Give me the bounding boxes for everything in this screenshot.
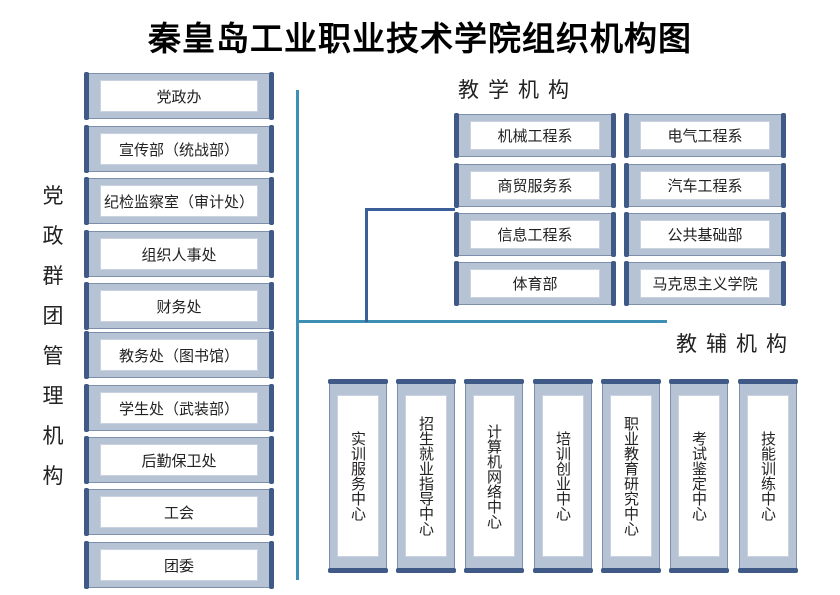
teaching-unit-box: 汽车工程系 xyxy=(624,163,786,208)
group-label-char: 管 xyxy=(42,344,64,368)
org-unit-box: 工会 xyxy=(84,488,274,536)
teaching-unit-label: 汽车工程系 xyxy=(640,171,770,200)
org-unit-box: 党政办 xyxy=(84,72,274,120)
org-unit-label: 后勤保卫处 xyxy=(100,444,258,476)
org-unit-label: 工会 xyxy=(100,496,258,528)
org-unit-label: 团委 xyxy=(100,549,258,581)
org-unit-box: 教务处（图书馆） xyxy=(84,331,274,379)
chart-title: 秦皇岛工业职业技术学院组织机构图 xyxy=(148,19,692,58)
teaching-unit-box: 电气工程系 xyxy=(624,113,786,158)
teaching-unit-label: 机械工程系 xyxy=(470,121,600,150)
org-unit-label: 宣传部（统战部） xyxy=(100,133,258,165)
teaching-unit-label: 马克思主义学院 xyxy=(640,269,770,298)
auxiliary-unit-label: 考试鉴定中心 xyxy=(690,431,708,521)
org-unit-box: 团委 xyxy=(84,541,274,589)
org-unit-box: 学生处（武装部） xyxy=(84,384,274,432)
teaching-unit-label: 电气工程系 xyxy=(640,121,770,150)
group-label-char: 构 xyxy=(42,464,64,488)
auxiliary-unit-label: 技能训练中心 xyxy=(759,431,777,521)
auxiliary-unit-label: 职业教育研究中心 xyxy=(622,416,640,536)
org-unit-box: 纪检监察室（审计处） xyxy=(84,177,274,225)
teaching-unit-label: 体育部 xyxy=(470,269,600,298)
main-vertical-connector xyxy=(296,90,299,580)
org-unit-box: 宣传部（统战部） xyxy=(84,125,274,173)
auxiliary-unit-box: 技能训练中心 xyxy=(738,379,798,573)
auxiliary-unit-box: 培训创业中心 xyxy=(533,379,593,573)
org-unit-box: 组织人事处 xyxy=(84,230,274,278)
auxiliary-unit-label: 计算机网络中心 xyxy=(485,423,503,529)
auxiliary-unit-box: 考试鉴定中心 xyxy=(669,379,729,573)
org-unit-label: 党政办 xyxy=(100,80,258,112)
org-unit-label: 纪检监察室（审计处） xyxy=(100,185,258,217)
auxiliary-section-label: 教辅机构 xyxy=(676,332,796,356)
teaching-unit-box: 信息工程系 xyxy=(454,212,616,257)
org-unit-label: 财务处 xyxy=(100,290,258,322)
auxiliary-unit-box: 职业教育研究中心 xyxy=(601,379,661,573)
auxiliary-unit-box: 计算机网络中心 xyxy=(464,379,524,573)
group-label-char: 机 xyxy=(42,424,64,448)
group-label-char: 团 xyxy=(42,304,64,328)
teaching-unit-box: 机械工程系 xyxy=(454,113,616,158)
org-unit-label: 学生处（武装部） xyxy=(100,392,258,424)
teaching-unit-box: 体育部 xyxy=(454,261,616,306)
org-unit-label: 组织人事处 xyxy=(100,238,258,270)
group-label-char: 理 xyxy=(42,384,64,408)
group-label-char: 党 xyxy=(42,184,64,208)
group-label-char: 政 xyxy=(42,224,64,248)
teaching-section-label: 教学机构 xyxy=(458,78,578,102)
org-unit-box: 财务处 xyxy=(84,282,274,330)
teaching-unit-box: 公共基础部 xyxy=(624,212,786,257)
teaching-unit-box: 商贸服务系 xyxy=(454,163,616,208)
auxiliary-unit-label: 招生就业指导中心 xyxy=(417,416,435,536)
teaching-unit-label: 信息工程系 xyxy=(470,220,600,249)
party-admin-group-label: 党 政 群 团 管 理 机 构 xyxy=(38,176,68,496)
teaching-branch-vertical xyxy=(365,208,368,322)
teaching-unit-label: 公共基础部 xyxy=(640,220,770,249)
teaching-unit-box: 马克思主义学院 xyxy=(624,261,786,306)
main-horizontal-connector xyxy=(297,320,667,323)
teaching-branch-horizontal xyxy=(365,208,455,211)
auxiliary-unit-label: 实训服务中心 xyxy=(349,431,367,521)
group-label-char: 群 xyxy=(42,264,64,288)
auxiliary-unit-label: 培训创业中心 xyxy=(554,431,572,521)
teaching-unit-label: 商贸服务系 xyxy=(470,171,600,200)
org-unit-box: 后勤保卫处 xyxy=(84,436,274,484)
auxiliary-unit-box: 招生就业指导中心 xyxy=(396,379,456,573)
org-unit-label: 教务处（图书馆） xyxy=(100,339,258,371)
auxiliary-unit-box: 实训服务中心 xyxy=(328,379,388,573)
